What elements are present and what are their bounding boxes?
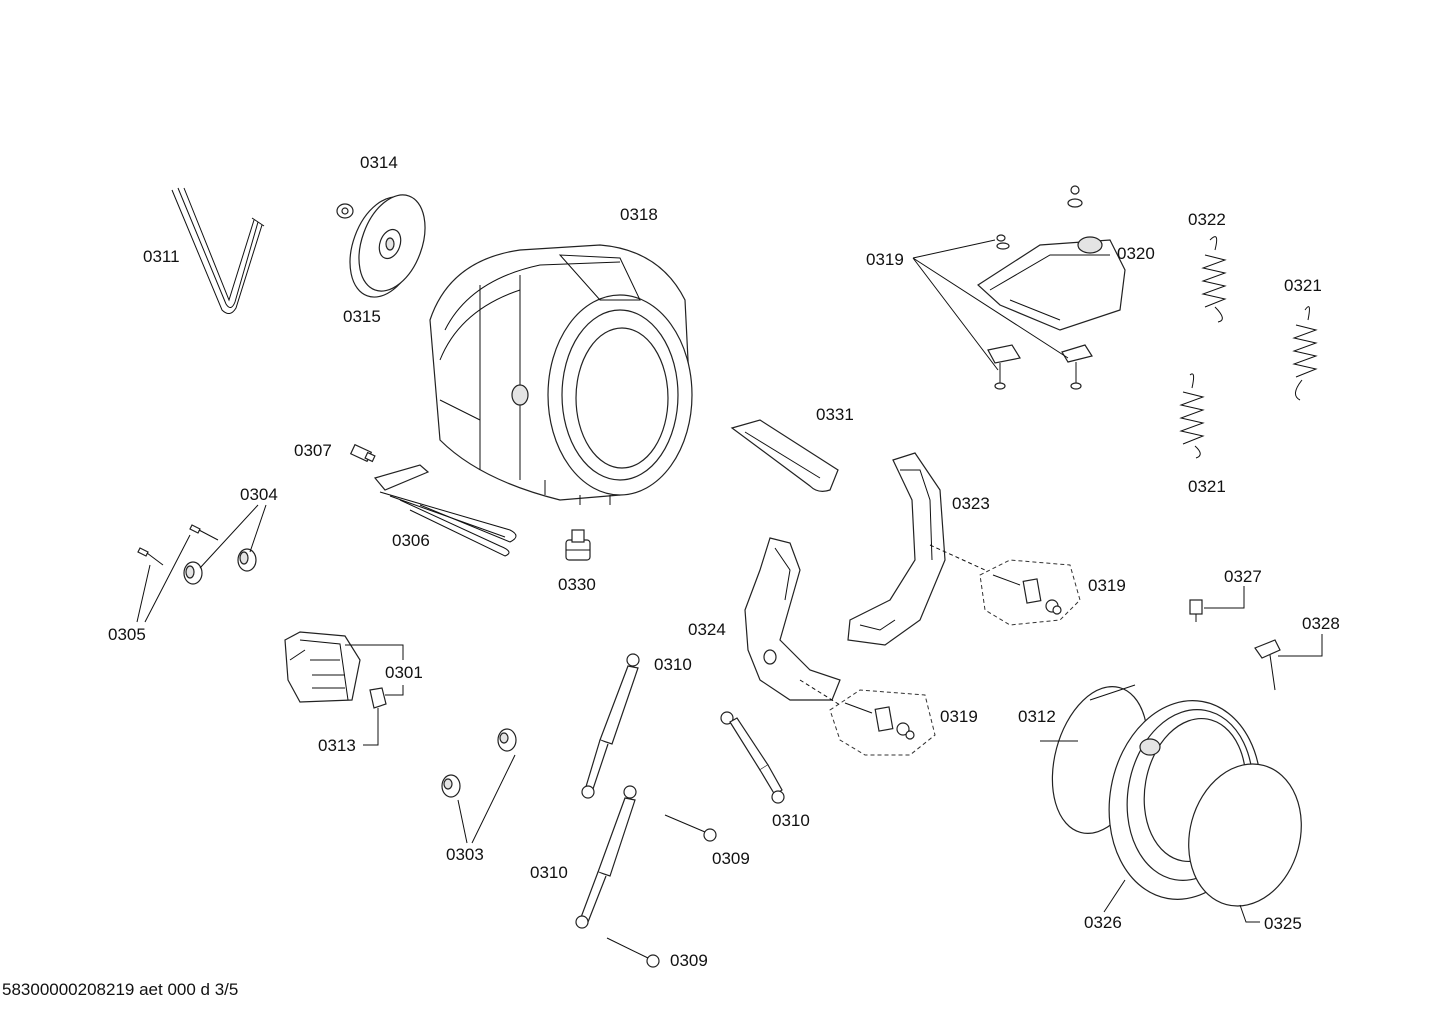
drawing-number: 58300000208219 aet 000 d 3/5 — [2, 980, 239, 999]
part-0310-damper-a[interactable] — [581, 653, 640, 799]
leader-0323-group — [929, 544, 986, 571]
label-0309-b: 0309 — [670, 951, 708, 970]
leader-0319-top — [912, 239, 1069, 371]
label-0311: 0311 — [143, 247, 180, 266]
part-0310-damper-b[interactable] — [575, 785, 637, 929]
label-0312: 0312 — [1018, 707, 1056, 726]
part-0303-bushing-b[interactable] — [497, 728, 517, 752]
part-0310-damper-c[interactable] — [720, 711, 785, 804]
part-0314-nut[interactable] — [336, 203, 354, 219]
part-0313-clip[interactable] — [369, 687, 387, 709]
label-0305: 0305 — [108, 625, 146, 644]
part-0304-bushing-b[interactable] — [237, 548, 257, 572]
leader-0305 — [136, 534, 191, 623]
part-0319-screw-mid[interactable] — [996, 234, 1010, 250]
leader-0328 — [1278, 634, 1323, 657]
leader-0304 — [199, 504, 267, 569]
label-0319-c: 0319 — [940, 707, 978, 726]
part-0322-spring[interactable] — [1201, 236, 1227, 323]
part-0323-counterweight[interactable] — [847, 452, 946, 646]
label-0310-c: 0310 — [530, 863, 568, 882]
label-0331: 0331 — [816, 405, 854, 424]
leader-0324-group — [799, 679, 841, 706]
label-0321-a: 0321 — [1284, 276, 1322, 295]
label-0309-a: 0309 — [712, 849, 750, 868]
part-0324-counterweight[interactable] — [744, 537, 841, 701]
part-0327-part[interactable] — [1189, 599, 1203, 622]
label-0301: 0301 — [385, 663, 423, 682]
part-0315-pulley[interactable] — [337, 186, 437, 307]
label-0326: 0326 — [1084, 913, 1122, 932]
leader-0326 — [1103, 879, 1126, 913]
label-0306: 0306 — [392, 531, 430, 550]
label-0310-a: 0310 — [654, 655, 692, 674]
leader-0303 — [457, 754, 516, 844]
label-0318: 0318 — [620, 205, 658, 224]
label-0319-b: 0319 — [1088, 576, 1126, 595]
label-0324: 0324 — [688, 620, 726, 639]
part-0304-screw-b[interactable] — [189, 524, 219, 541]
part-0309-bolt-a[interactable] — [664, 814, 717, 842]
leader-0327 — [1204, 586, 1245, 609]
label-0315: 0315 — [343, 307, 381, 326]
part-0319-clip-a[interactable] — [987, 344, 1021, 390]
part-0320-bracket[interactable] — [977, 236, 1126, 331]
label-0325: 0325 — [1264, 914, 1302, 933]
label-0307: 0307 — [294, 441, 332, 460]
part-0301-motor[interactable] — [284, 631, 361, 703]
part-0311-drive-belt[interactable] — [171, 187, 265, 314]
label-0330: 0330 — [558, 575, 596, 594]
part-0330-fitting[interactable] — [565, 529, 591, 561]
label-0303: 0303 — [446, 845, 484, 864]
part-0318-tub[interactable] — [429, 244, 693, 505]
label-0328: 0328 — [1302, 614, 1340, 633]
part-0331-baffle[interactable] — [730, 419, 839, 492]
label-0322: 0322 — [1188, 210, 1226, 229]
label-0323: 0323 — [952, 494, 990, 513]
label-0327: 0327 — [1224, 567, 1262, 586]
part-0319-clip-b[interactable] — [1061, 344, 1093, 390]
part-0319-screw-top[interactable] — [1067, 185, 1083, 208]
part-0325-clamp[interactable] — [1173, 751, 1317, 919]
label-0320: 0320 — [1117, 244, 1155, 263]
label-0304: 0304 — [240, 485, 278, 504]
part-0321-spring-a[interactable] — [1292, 306, 1318, 401]
part-0321-spring-b[interactable] — [1179, 373, 1205, 459]
part-0303-bushing-a[interactable] — [441, 774, 461, 798]
leader-0325 — [1239, 904, 1260, 923]
leader-0313 — [363, 708, 379, 746]
part-0309-bolt-b[interactable] — [606, 937, 660, 968]
part-0306-heater[interactable] — [373, 464, 517, 557]
leader-0301 — [345, 644, 404, 696]
label-0321-b: 0321 — [1188, 477, 1226, 496]
label-0310-b: 0310 — [772, 811, 810, 830]
label-0319-a: 0319 — [866, 250, 904, 269]
part-0307-sensor[interactable] — [349, 443, 376, 463]
part-0328-part[interactable] — [1254, 639, 1281, 691]
label-0313: 0313 — [318, 736, 356, 755]
part-0319-bolt-group-a[interactable] — [979, 559, 1081, 626]
part-0305-screw-a[interactable] — [137, 547, 164, 566]
part-0304-bushing-a[interactable] — [183, 561, 203, 585]
label-0314: 0314 — [360, 153, 398, 172]
part-0319-bolt-group-b[interactable] — [829, 689, 936, 756]
